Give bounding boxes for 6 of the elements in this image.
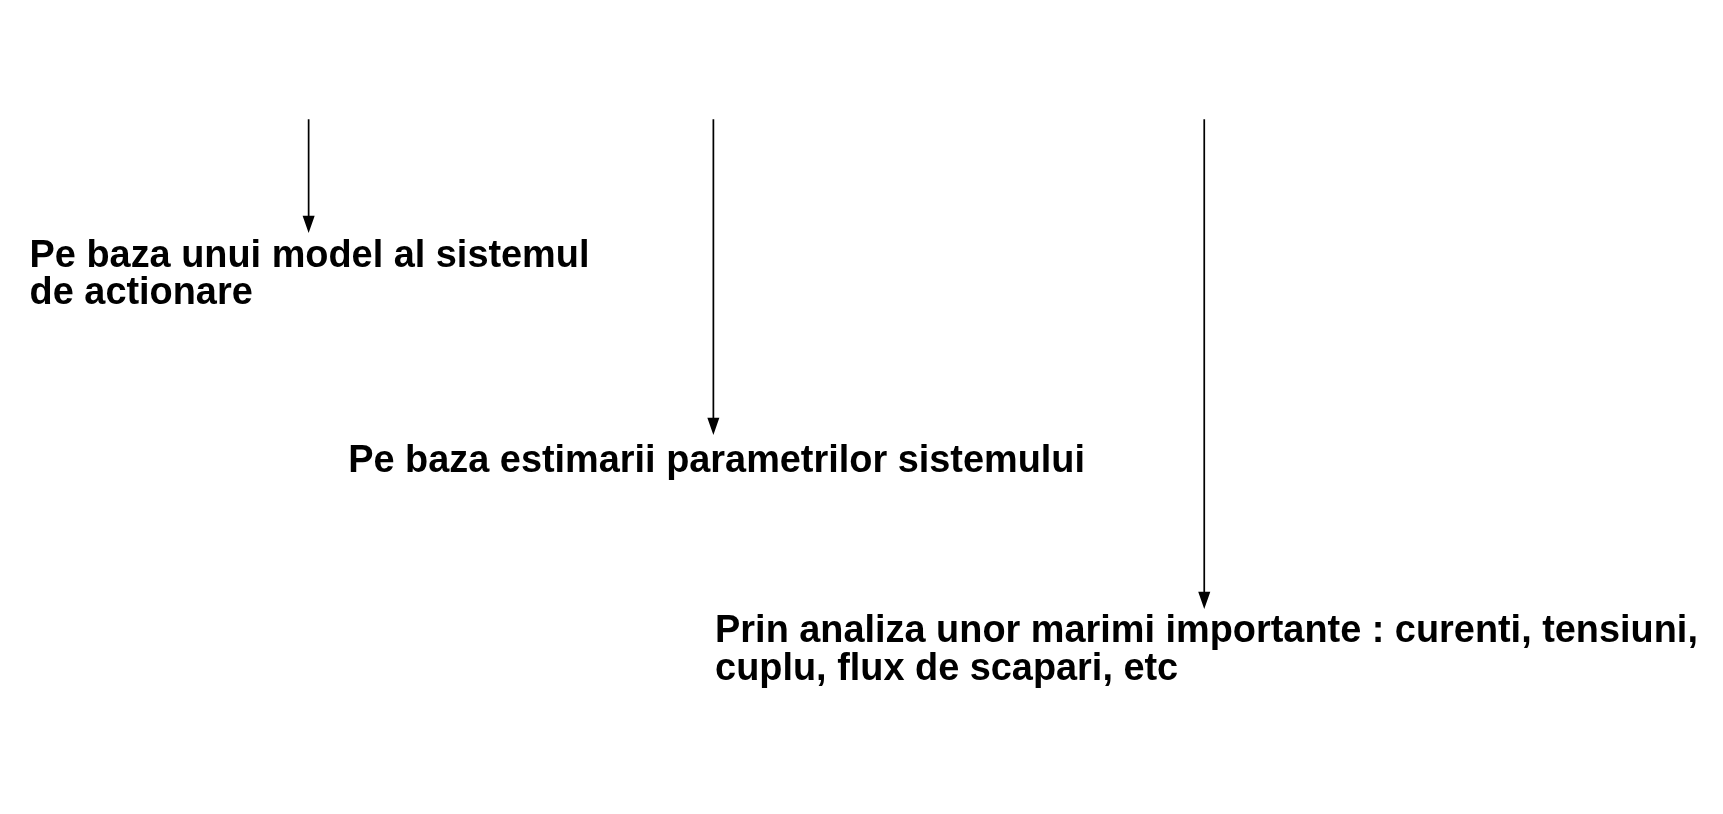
arrow (707, 118, 720, 435)
node-text: Pe baza unui model al sistemul de actionare (29, 232, 590, 313)
node-text: Prin analiza unor marimi importante : curenti, tensiuni, cuplu, flux de scapari, etc (715, 608, 1698, 688)
node-text: Pe baza estimarii parametrilor sistemului (348, 437, 1086, 480)
arrow (1198, 118, 1211, 609)
arrow (302, 118, 315, 234)
